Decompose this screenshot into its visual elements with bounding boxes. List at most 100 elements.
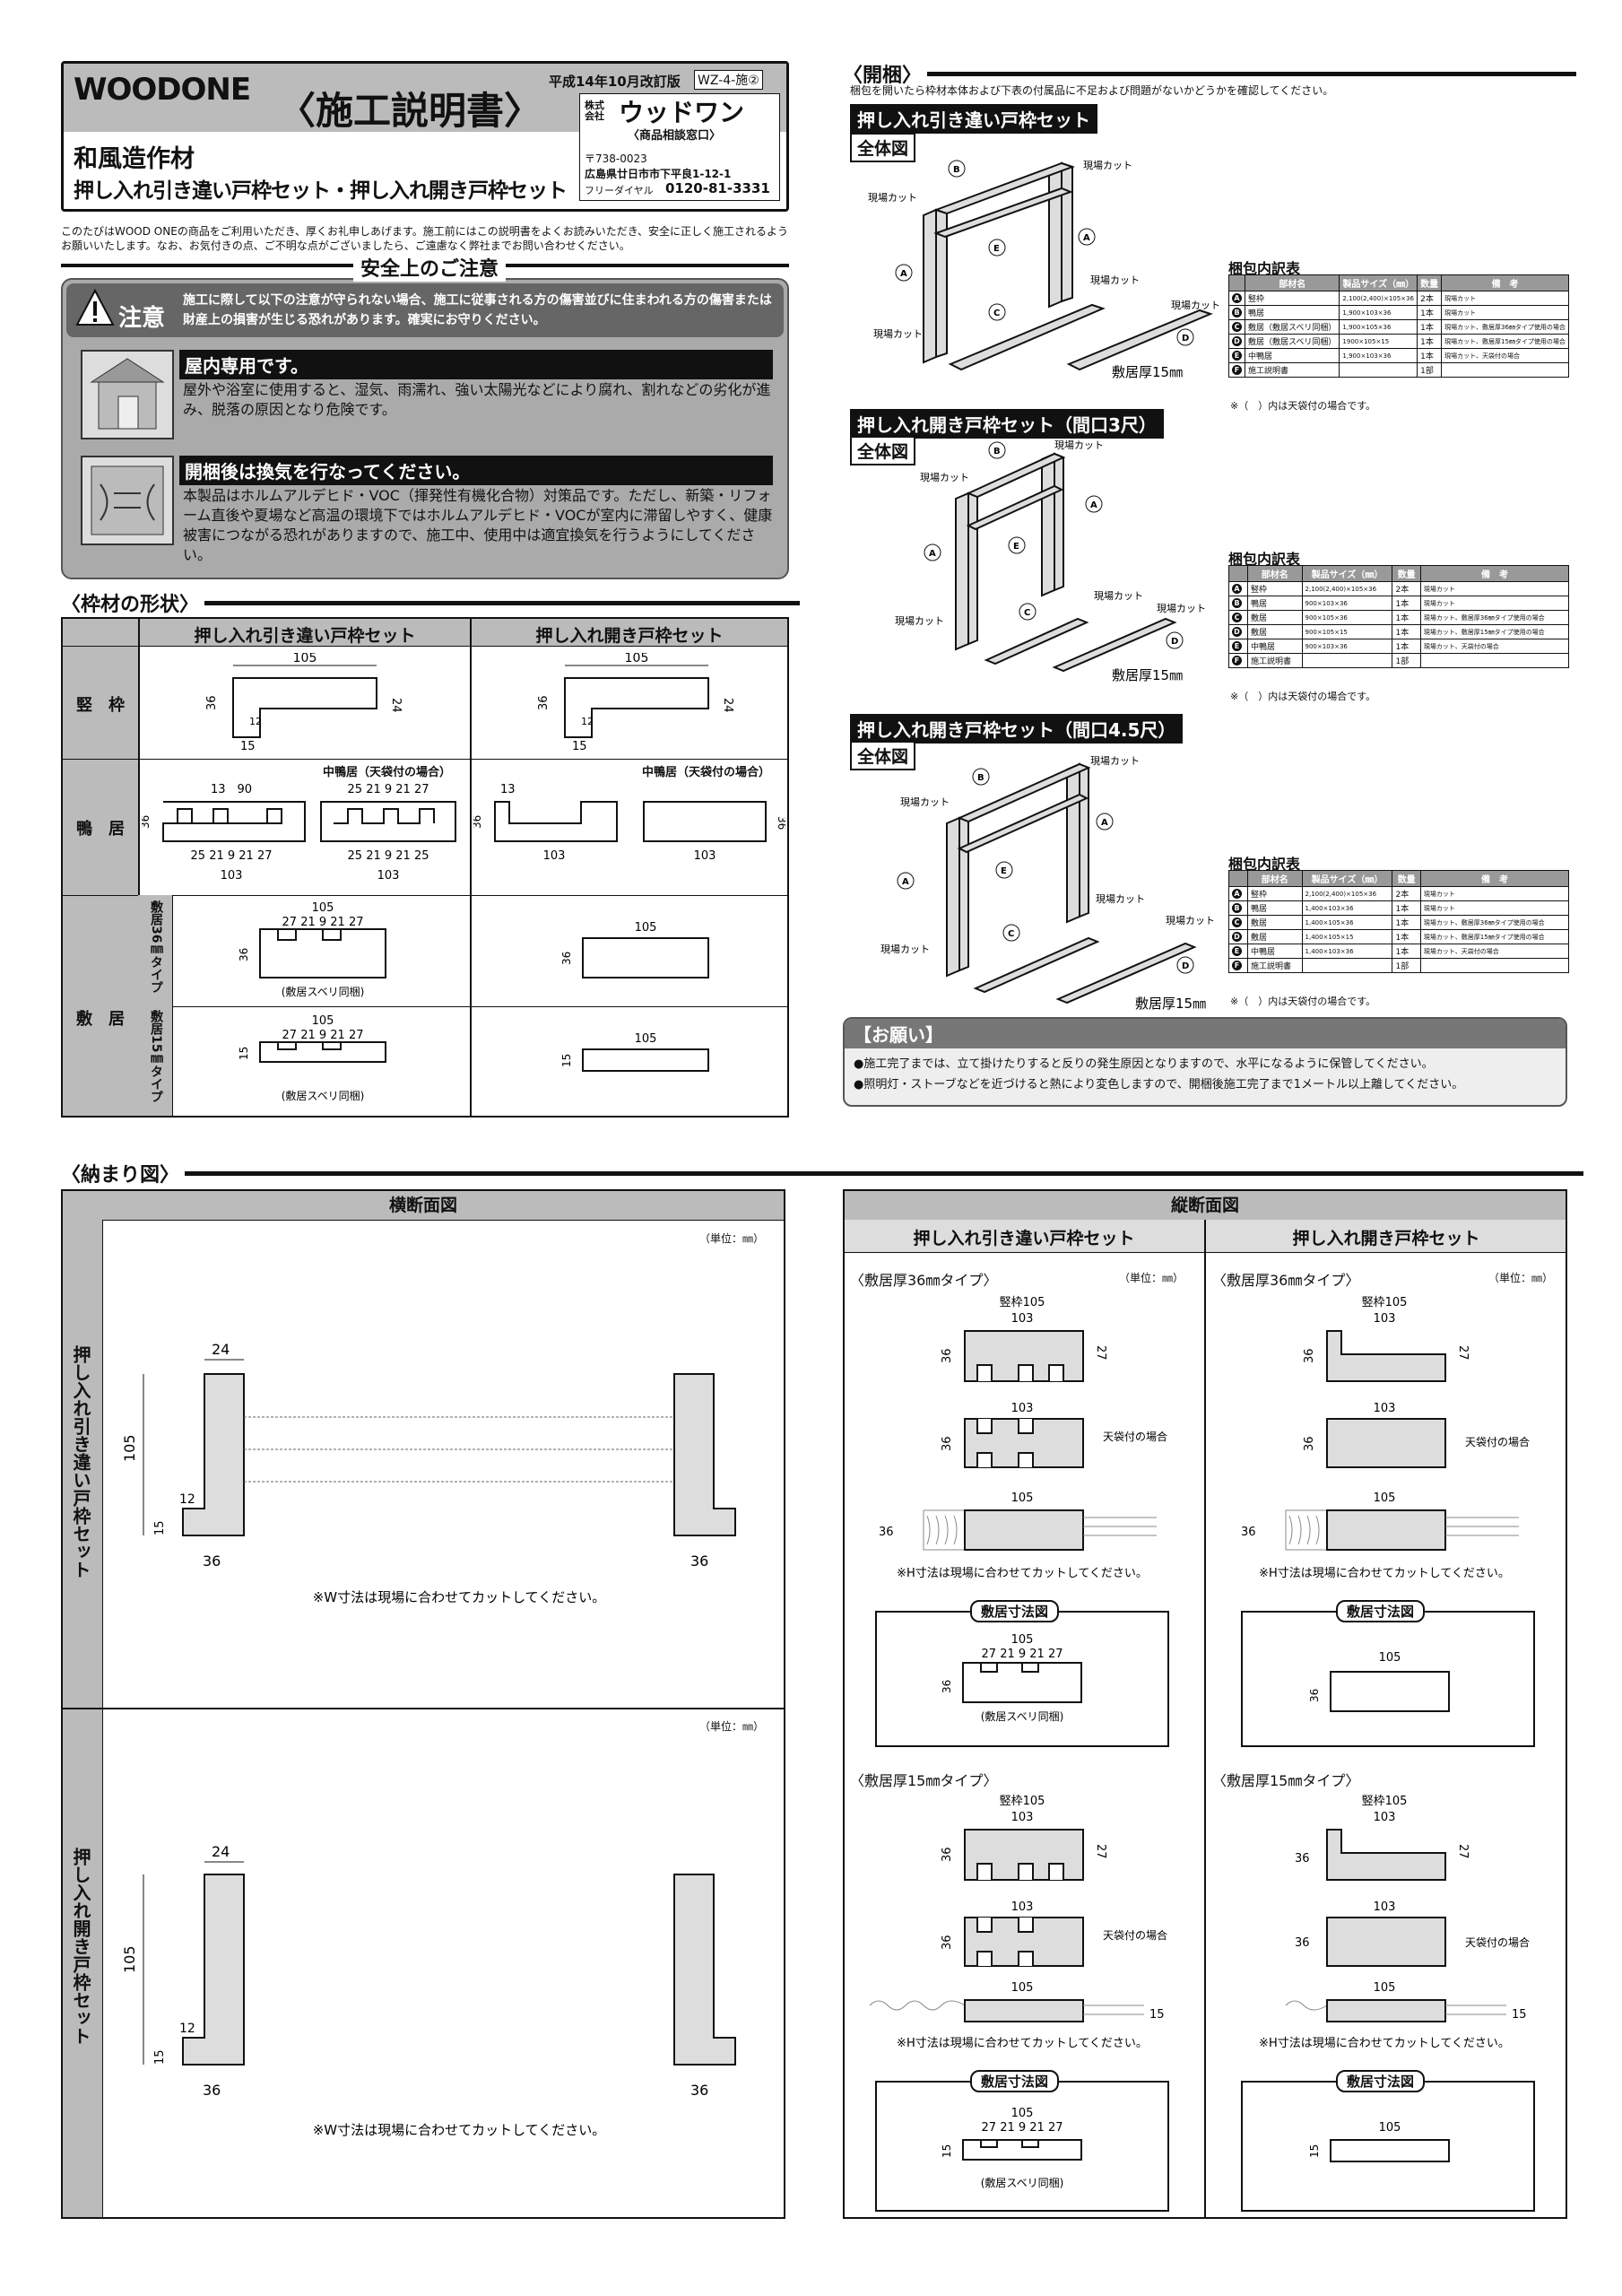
suberi-4: (敷居スベリ同梱) [981,2176,1064,2189]
svg-text:C: C [993,309,1000,318]
table-cell: 施工説明書 [1244,362,1340,378]
table-cell [1339,362,1418,378]
svg-text:15: 15 [240,740,256,752]
yoko-header: 横断面図 [63,1191,784,1221]
table-cell: 現場カット、敷居厚15㎜タイプ使用の場合 [1441,334,1569,349]
unpack-intro: 梱包を開いたら枠材本体および下表の付属品に不足および問題がないかどうかを確認して… [850,84,1334,97]
cell-marker: C [1228,915,1248,930]
svg-text:12: 12 [249,716,262,727]
table-cell: 敷居 [1246,929,1303,944]
type15-label-2: 〈敷居厚15㎜タイプ〉 [1212,1772,1360,1789]
svg-text:現場カット: 現場カット [1083,160,1132,171]
svg-text:36: 36 [941,1847,954,1862]
table-cell: 施工説明書 [1246,958,1303,973]
svg-text:E: E [993,244,1000,254]
svg-text:103: 103 [221,869,243,883]
svg-text:36: 36 [473,815,483,829]
table-cell: 1,400×103×36 [1301,900,1393,916]
type15-label-1: 〈敷居厚15㎜タイプ〉 [850,1772,998,1789]
shapes-col1: 押し入れ引き違い戸枠セット [194,626,416,646]
table-cell: 敷居（敷居スベリ同梱） [1244,319,1340,335]
set1-thk: 敷居厚15㎜ [1112,364,1183,380]
svg-text:現場カット: 現場カット [1054,439,1104,451]
svg-text:27 21 9 21 27: 27 21 9 21 27 [982,1648,1063,1661]
svg-text:現場カット: 現場カット [1171,300,1220,311]
table-cell [1301,653,1393,668]
set1-zentai: 全体図 [850,133,916,162]
part-marker: A [1232,584,1242,594]
cell-marker: B [1228,596,1248,611]
tate-box [843,1189,1567,2219]
table-cell: 竪枠 [1246,886,1303,901]
set2-zentai: 全体図 [850,436,916,465]
svg-text:D: D [1182,961,1189,971]
svg-text:105: 105 [1379,1651,1401,1665]
svg-text:36: 36 [1295,1852,1310,1866]
type36-label-2: 〈敷居厚36㎜タイプ〉 [1212,1272,1360,1289]
table-cell: 900×105×36 [1301,610,1393,625]
svg-text:36: 36 [1303,1436,1316,1451]
svg-text:36: 36 [776,816,785,830]
yoko-hline [63,1708,784,1709]
table-cell: 竪枠 [1246,581,1303,596]
t3-title: 梱包内訳表 [1228,856,1301,873]
svg-text:103: 103 [377,869,400,883]
svg-text:A: A [1101,818,1108,828]
svg-text:36: 36 [941,1348,954,1363]
table-cell: 敷居 [1246,610,1303,625]
shapes-rowhead-bg [63,646,140,1116]
table-cell: 1本 [1392,624,1421,639]
yoko-row1-label: 押し入れ引き違い戸枠セット [70,1345,91,1578]
shapes-col2: 押し入れ開き戸枠セット [535,626,724,646]
svg-text:現場カット: 現場カット [1090,755,1140,767]
svg-text:D: D [1182,334,1189,344]
table-cell: 1部 [1392,653,1421,668]
svg-text:36: 36 [941,1935,954,1950]
logo: WOODONE [74,72,251,108]
freedial-number: 0120-81-3331 [665,180,770,196]
table-cell: 敷居（敷居スベリ同梱） [1244,334,1340,349]
shikii-subhead-bg [138,895,173,1116]
cell-marker: F [1228,653,1248,668]
svg-text:15: 15 [238,1047,250,1060]
svg-text:103: 103 [1011,1900,1034,1914]
svg-text:竪枠105: 竪枠105 [1000,1296,1045,1309]
svg-text:現場カット: 現場カット [868,192,917,204]
svg-text:E: E [1001,866,1007,876]
svg-text:15: 15 [153,1520,167,1535]
table-cell: 1900×105×15 [1339,334,1418,349]
t2-note: ※（ ）内は天袋付の場合です。 [1230,691,1376,702]
svg-text:103: 103 [1374,1312,1396,1326]
yoko-unit-2: （単位：㎜） [699,1720,765,1733]
table-cell: 現場カット、敷居厚36㎜タイプ使用の場合 [1441,319,1569,335]
svg-text:36: 36 [879,1526,894,1539]
row-tate: 竪 枠 [76,696,125,715]
shapes-hline2 [63,895,787,896]
table-cell: 900×103×36 [1301,639,1393,654]
table-cell [1301,958,1393,973]
set3-thk: 敷居厚15㎜ [1135,996,1206,1012]
svg-text:27 21 9 21 27: 27 21 9 21 27 [982,2121,1063,2135]
caution-label: 注意 [118,305,166,332]
part-marker: B [1232,308,1242,317]
svg-text:105: 105 [625,653,649,665]
table-cell: 現場カット [1419,886,1570,901]
svg-text:A: A [902,877,909,887]
table-cell: 1,400×103×36 [1301,944,1393,959]
caution-band [66,283,784,337]
shapes-title-wrap: 〈枠材の形状〉 [61,588,801,617]
suberi-note-2: (敷居スベリ同梱) [282,1089,365,1102]
item2-title: 開梱後は換気を行なってください。 [179,456,773,485]
